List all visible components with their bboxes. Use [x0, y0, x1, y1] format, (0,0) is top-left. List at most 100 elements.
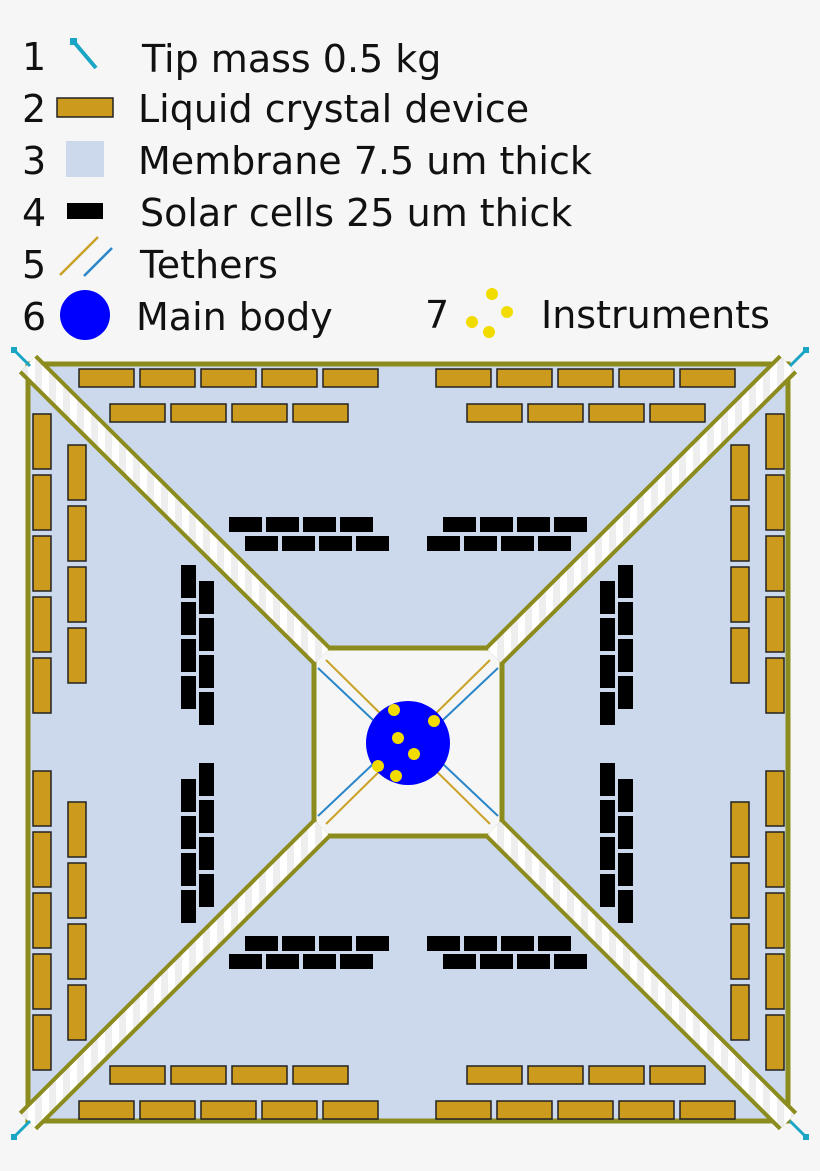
liquid-crystal-device [67, 923, 87, 980]
solar-cell [464, 536, 497, 551]
solar-cell [181, 816, 196, 849]
solar-cell-icon [67, 203, 103, 219]
solar-cell [464, 936, 497, 951]
solar-cell [443, 954, 476, 969]
solar-cell [266, 954, 299, 969]
instruments-icon [466, 288, 513, 338]
instrument [408, 748, 420, 760]
instrument [372, 760, 384, 772]
liquid-crystal-device [466, 403, 523, 423]
solar-cell [427, 536, 460, 551]
legend-label-3: Membrane 7.5 um thick [138, 139, 592, 183]
solar-cell [517, 954, 550, 969]
solar-cell [340, 517, 373, 532]
liquid-crystal-device [78, 368, 135, 388]
liquid-crystal-device [730, 505, 750, 562]
liquid-crystal-device [32, 953, 52, 1010]
solar-cell [600, 655, 615, 688]
instrument [392, 732, 404, 744]
liquid-crystal-device [109, 1065, 166, 1085]
liquid-crystal-device [67, 627, 87, 684]
legend-number-1: 1 [22, 35, 46, 79]
instrument [388, 704, 400, 716]
instrument [390, 770, 402, 782]
solar-cell [618, 853, 633, 886]
solar-cell [618, 676, 633, 709]
liquid-crystal-device [527, 1065, 584, 1085]
sail [11, 347, 809, 1140]
legend-number-6: 6 [22, 295, 46, 339]
liquid-crystal-device [32, 657, 52, 714]
liquid-crystal-device [139, 1100, 196, 1120]
liquid-crystal-device [496, 368, 553, 388]
tip-mass-top-right [788, 347, 809, 368]
legend-number-4: 4 [22, 191, 46, 235]
instruments [372, 704, 440, 782]
liquid-crystal-device [588, 403, 645, 423]
solar-cell [600, 874, 615, 907]
legend-label-2: Liquid crystal device [138, 87, 529, 131]
liquid-crystal-device [231, 1065, 288, 1085]
solar-cell [356, 936, 389, 951]
liquid-crystal-device [67, 505, 87, 562]
solar-cell [501, 936, 534, 951]
solar-cell [282, 936, 315, 951]
solar-cell [282, 536, 315, 551]
solar-cell [199, 692, 214, 725]
diagonal-tether-bands [18, 354, 798, 1131]
legend-label-6: Main body [136, 295, 333, 339]
main-body-icon [60, 290, 110, 340]
liquid-crystal-device [765, 535, 785, 592]
liquid-crystal-device [32, 831, 52, 888]
liquid-crystal-device [765, 474, 785, 531]
solar-cell [303, 954, 336, 969]
tip-mass-bottom-right [788, 1119, 809, 1140]
liquid-crystal-device [466, 1065, 523, 1085]
liquid-crystal-device [32, 413, 52, 470]
membrane-icon [66, 141, 104, 177]
liquid-crystal-device [765, 953, 785, 1010]
solar-cell [443, 517, 476, 532]
solar-cell [303, 517, 336, 532]
liquid-crystal-device [679, 1100, 736, 1120]
liquid-crystal-device [649, 1065, 706, 1085]
main-body [366, 701, 450, 785]
solar-cell [199, 581, 214, 614]
liquid-crystal-device [730, 444, 750, 501]
liquid-crystal-device [261, 368, 318, 388]
liquid-crystal-device [765, 831, 785, 888]
liquid-crystal-device [435, 1100, 492, 1120]
liquid-crystal-device [261, 1100, 318, 1120]
solar-cell [618, 639, 633, 672]
solar-cell [554, 954, 587, 969]
liquid-crystal-device [67, 984, 87, 1041]
liquid-crystal-device [557, 1100, 614, 1120]
solar-cell [319, 936, 352, 951]
solar-cell [480, 517, 513, 532]
liquid-crystal-device [67, 566, 87, 623]
solar-cell [340, 954, 373, 969]
tip-mass-bottom-left [11, 1119, 32, 1140]
legend-label-5: Tethers [139, 243, 278, 287]
liquid-crystal-device [496, 1100, 553, 1120]
solar-cell [618, 890, 633, 923]
liquid-crystal-device [32, 535, 52, 592]
legend-label-7: Instruments [541, 293, 770, 337]
liquid-crystal-device [730, 627, 750, 684]
solar-cell [618, 816, 633, 849]
liquid-crystal-device [170, 403, 227, 423]
solar-cell [181, 890, 196, 923]
solar-cell [229, 517, 262, 532]
liquid-crystal-device [730, 566, 750, 623]
liquid-crystal-device [765, 770, 785, 827]
liquid-crystal-device [67, 801, 87, 858]
liquid-crystal-device [618, 368, 675, 388]
solar-cell [517, 517, 550, 532]
liquid-crystal-device [649, 403, 706, 423]
liquid-crystal-device [200, 368, 257, 388]
tip-masses [11, 347, 809, 1140]
solar-cell [600, 837, 615, 870]
solar-cell [600, 581, 615, 614]
liquid-crystal-device [679, 368, 736, 388]
